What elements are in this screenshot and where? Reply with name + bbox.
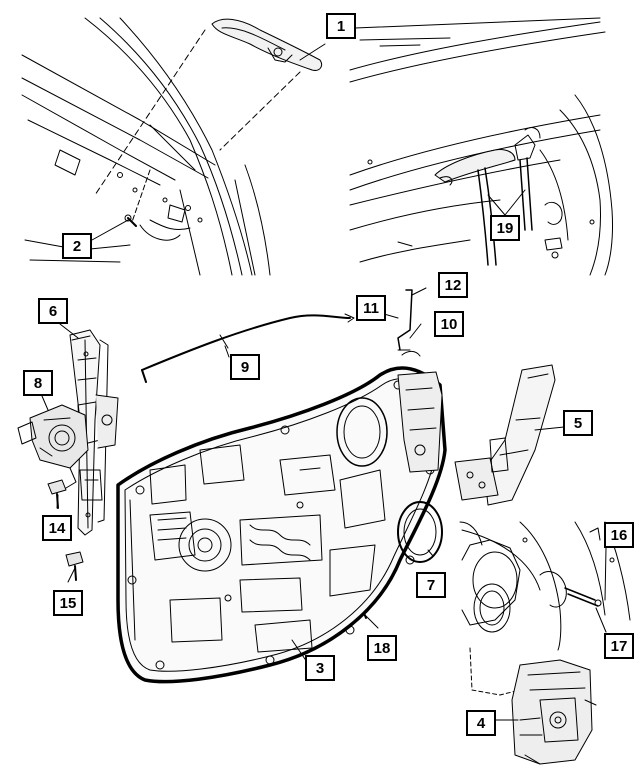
- callout-5: 5: [563, 410, 593, 436]
- callout-8: 8: [23, 370, 53, 396]
- rear-door-inset-view: [459, 521, 631, 651]
- callout-4: 4: [466, 710, 496, 736]
- callout-15: 15: [53, 590, 83, 616]
- speaker-seal-ring: [397, 501, 443, 563]
- callout-19: 19: [490, 215, 520, 241]
- callout-10: 10: [434, 311, 464, 337]
- leader-lines: [41, 43, 607, 721]
- callout-6: 6: [38, 298, 68, 324]
- callout-16: 16: [604, 522, 634, 548]
- callout-2: 2: [62, 233, 92, 259]
- cable-and-rods: [141, 289, 421, 383]
- callout-18: 18: [367, 635, 397, 661]
- callout-1: 1: [326, 13, 356, 39]
- rear-door-inner-view: [349, 17, 613, 276]
- door-latch-assembly: [469, 647, 597, 765]
- callout-12: 12: [438, 272, 468, 298]
- callout-9: 9: [230, 354, 260, 380]
- callout-11: 11: [356, 295, 386, 321]
- callout-7: 7: [416, 572, 446, 598]
- latch-bracket: [454, 364, 556, 506]
- callout-17: 17: [604, 633, 634, 659]
- window-regulator: [17, 329, 119, 536]
- callout-3: 3: [305, 655, 335, 681]
- door-module-carrier: [116, 366, 447, 684]
- callout-14: 14: [42, 515, 72, 541]
